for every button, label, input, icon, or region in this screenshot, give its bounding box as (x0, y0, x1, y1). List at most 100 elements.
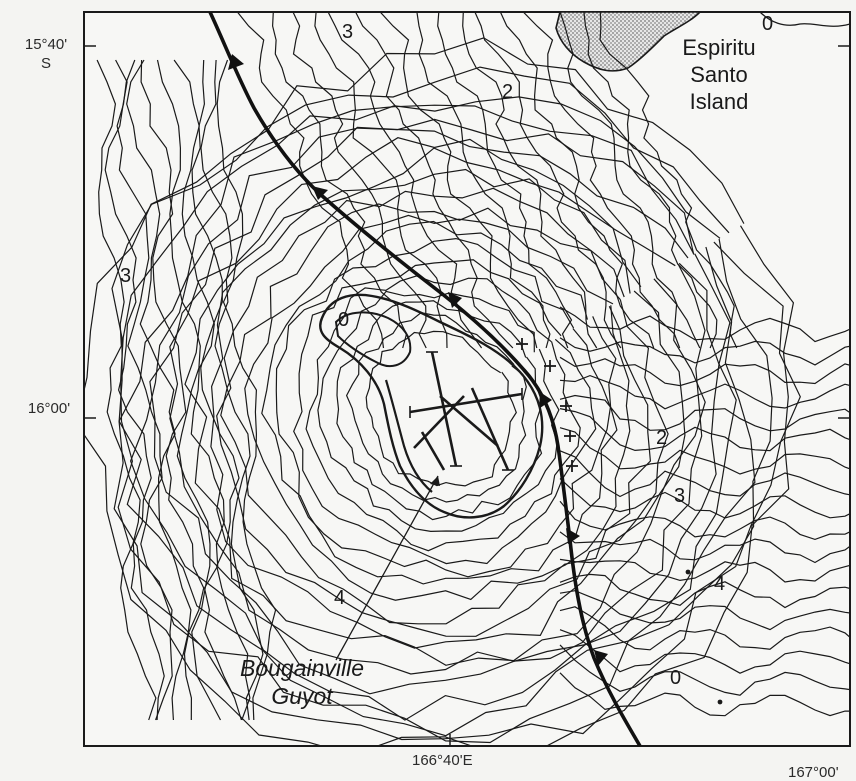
contour-label-4-southwest: 4 (334, 587, 345, 609)
guyot-contour-line (129, 118, 737, 721)
guyot-name-label: Bougainville Guyot (232, 654, 372, 710)
latitude-value: 15°40' (24, 36, 68, 53)
north-slope-contour-line (583, 12, 718, 349)
guyot-contour-line (220, 203, 652, 625)
east-slope-contour-line (559, 306, 850, 343)
latitude-hemisphere: S (40, 55, 51, 72)
guyot-contour-line (305, 275, 581, 552)
north-slope-contour-line (559, 12, 701, 349)
east-slope-contour-line (559, 500, 850, 541)
guyot-contour-line (345, 312, 527, 503)
guyot-contour-line (117, 96, 773, 744)
east-slope-contour-line (559, 408, 850, 452)
east-slope-contour-line (559, 394, 850, 432)
north-slope-contour-line (462, 12, 598, 349)
trench-line (208, 12, 642, 746)
plus-markers (516, 338, 578, 472)
north-slope-contour-line (599, 12, 738, 349)
west-contour-line (96, 59, 157, 721)
island-name-line-3: Island (689, 89, 749, 114)
guyot-leader-arrowhead (430, 476, 440, 486)
east-slope-contour-line (559, 629, 850, 674)
latitude-label-15-40: 15°40' S (18, 36, 74, 72)
east-slope-contour-line (559, 573, 850, 609)
guyot-name-line-1: Bougainville (239, 655, 365, 681)
north-slope-contour-line (292, 12, 427, 349)
east-slope-contour-line (559, 427, 850, 475)
west-contour-line (191, 59, 251, 721)
north-slope-contour-line (416, 12, 551, 349)
espiritu-santo-island (555, 12, 702, 72)
survey-track-ticks (409, 351, 523, 471)
frame-ticks (84, 45, 850, 746)
east-slope-contour-line (559, 356, 850, 387)
map-frame (83, 11, 851, 747)
contour-label-2-north: 2 (502, 81, 513, 103)
island-outline-east (759, 12, 850, 27)
guyot-name-line-2: Guyot (271, 683, 333, 709)
survey-tracks (409, 351, 523, 471)
guyot-contour-line (365, 330, 517, 487)
depth-dots (685, 569, 723, 705)
guyot-contour-line (184, 147, 706, 666)
north-slope-contour-line (499, 12, 655, 349)
north-slope-contour-line (437, 12, 573, 349)
island-name-label: Espiritu Santo Island (664, 34, 774, 115)
guyot-contour-line (317, 290, 560, 533)
guyot-rim-southwest (384, 379, 433, 493)
guyot-inner-outline (334, 311, 412, 368)
east-slope-contour-line (559, 644, 850, 696)
longitude-label-166-40: 166°40'E (412, 752, 473, 769)
island-name-line-2: Santo (690, 62, 748, 87)
guyot-contour-line (275, 237, 612, 578)
north-slope-contour-line (522, 12, 681, 349)
contour-label-3-east: 3 (674, 485, 685, 507)
guyot-contour-line (169, 137, 706, 675)
east-slope-contour-line (559, 450, 850, 498)
guyot-contour-line (244, 214, 631, 601)
east-slope-contour-line (559, 558, 850, 583)
trench-barbs (228, 54, 608, 666)
guyot-contour-line (149, 126, 720, 695)
guyot-leader-line (335, 475, 439, 661)
island-name-line-1: Espiritu (682, 35, 756, 60)
west-contour-line (156, 59, 222, 721)
guyot-contour-line (118, 104, 756, 737)
contour-label-2-east: 2 (656, 427, 667, 449)
north-slope-contour-line (474, 12, 622, 349)
latitude-label-16-00: 16°00' (27, 400, 71, 417)
west-contour-line (104, 59, 165, 721)
north-slope-contour-line (355, 12, 514, 349)
north-slope-contour-line (379, 12, 538, 349)
west-contour-line (140, 59, 205, 721)
guyot-summit-outline (319, 293, 544, 519)
east-slope-contour-line (559, 374, 850, 410)
east-slope-contour-line (559, 672, 850, 717)
contour-number-labels: 3 2 3 0 2 3 4 4 0 0 (120, 13, 773, 689)
west-contour-line (126, 59, 192, 721)
bathymetric-contours (84, 12, 850, 746)
contour-label-0-south: 0 (670, 667, 681, 689)
east-slope-contour-line (559, 531, 850, 564)
guyot-contour-line (111, 66, 801, 741)
west-contour-line (173, 59, 242, 721)
north-slope-contour-line (327, 12, 483, 349)
west-contour-line (116, 59, 173, 721)
guyot-contour-line (261, 220, 618, 585)
contour-label-0-island: 0 (762, 13, 773, 35)
longitude-label-167-00: 167°00' (788, 764, 839, 781)
contour-label-4-southeast: 4 (714, 573, 725, 595)
east-slope-contour-line (559, 337, 850, 366)
contour-label-3-north: 3 (342, 21, 353, 43)
guyot-contour-line (84, 37, 795, 746)
contour-label-0-summit: 0 (338, 309, 349, 331)
north-slope-contour-line (271, 12, 408, 349)
east-slope-contour-line (559, 590, 850, 631)
contour-label-3-west: 3 (120, 265, 131, 287)
east-slope-contour-line (559, 478, 850, 519)
west-contour-line (216, 59, 277, 721)
guyot-contour-line (210, 168, 686, 649)
east-slope-contour-line (559, 606, 850, 651)
west-contour-line (200, 59, 264, 721)
